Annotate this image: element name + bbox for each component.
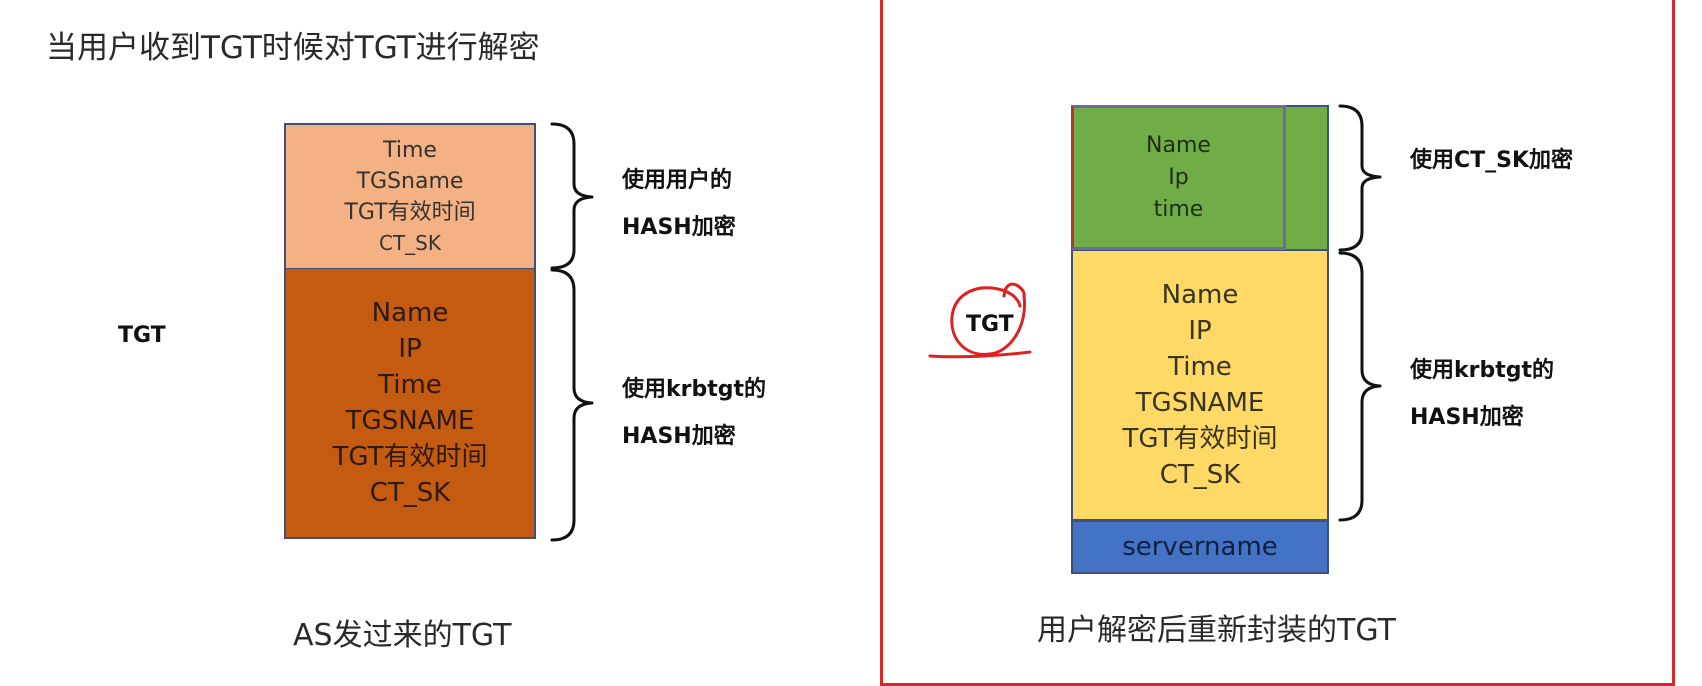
right-top-brace: [1338, 104, 1382, 252]
right-top-line-1: Name: [1146, 132, 1211, 158]
left-caption: AS发过来的TGT: [293, 618, 512, 653]
left-bottom-note-line-2: HASH加密: [622, 424, 736, 449]
left-bottom-line-1: Name: [371, 298, 449, 328]
left-top-note-line-2: HASH加密: [622, 215, 736, 240]
left-top-line-2: TGSname: [356, 168, 464, 194]
right-middle-brace: [1338, 251, 1382, 522]
right-top-note: 使用CT_SK加密: [1410, 148, 1574, 173]
left-tgt-label: TGT: [118, 323, 166, 348]
right-middle-block: Name IP Time TGSNAME TGT有效时间 CT_SK: [1071, 250, 1329, 521]
left-top-note: 使用用户的 HASH加密: [622, 157, 736, 251]
left-bottom-block: Name IP Time TGSNAME TGT有效时间 CT_SK: [284, 268, 536, 539]
right-caption: 用户解密后重新封装的TGT: [1037, 613, 1396, 648]
left-bottom-line-4: TGSNAME: [345, 406, 475, 436]
page-title: 当用户收到TGT时候对TGT进行解密: [46, 30, 540, 66]
left-bottom-line-2: IP: [398, 334, 422, 364]
left-top-line-4: CT_SK: [379, 230, 441, 255]
right-tgt-label: TGT: [966, 312, 1014, 337]
left-bottom-note: 使用krbtgt的 HASH加密: [622, 366, 766, 460]
right-servername-text: servername: [1122, 532, 1278, 562]
left-top-block: Time TGSname TGT有效时间 CT_SK: [284, 123, 536, 269]
right-middle-line-5: TGT有效时间: [1122, 424, 1278, 454]
right-top-line-2: Ip: [1168, 164, 1189, 190]
right-middle-note: 使用krbtgt的 HASH加密: [1410, 347, 1554, 441]
left-bottom-line-6: CT_SK: [369, 478, 451, 508]
left-bottom-line-3: Time: [378, 370, 442, 400]
left-bottom-line-5: TGT有效时间: [332, 442, 488, 472]
left-top-line-1: Time: [383, 137, 437, 163]
right-middle-line-2: IP: [1188, 316, 1212, 346]
right-middle-line-3: Time: [1168, 352, 1232, 382]
right-servername-block: servername: [1071, 520, 1329, 574]
left-top-line-3: TGT有效时间: [344, 199, 476, 225]
right-middle-line-6: CT_SK: [1159, 460, 1241, 490]
left-top-brace: [550, 122, 594, 270]
right-middle-line-1: Name: [1161, 280, 1239, 310]
annotation-layer: [550, 104, 1382, 542]
right-top-inner-block: Name Ip time: [1071, 105, 1286, 250]
right-middle-note-line-1: 使用krbtgt的: [1410, 358, 1555, 383]
right-top-line-3: time: [1153, 196, 1204, 222]
left-bottom-note-line-1: 使用krbtgt的: [622, 377, 767, 402]
tgt-underline-annotation: [928, 350, 1032, 359]
tgt-circle-annotation: [950, 282, 1027, 356]
left-bottom-brace: [550, 268, 594, 542]
right-middle-note-line-2: HASH加密: [1410, 405, 1524, 430]
right-middle-line-4: TGSNAME: [1135, 388, 1265, 418]
left-top-note-line-1: 使用用户的: [622, 168, 733, 193]
